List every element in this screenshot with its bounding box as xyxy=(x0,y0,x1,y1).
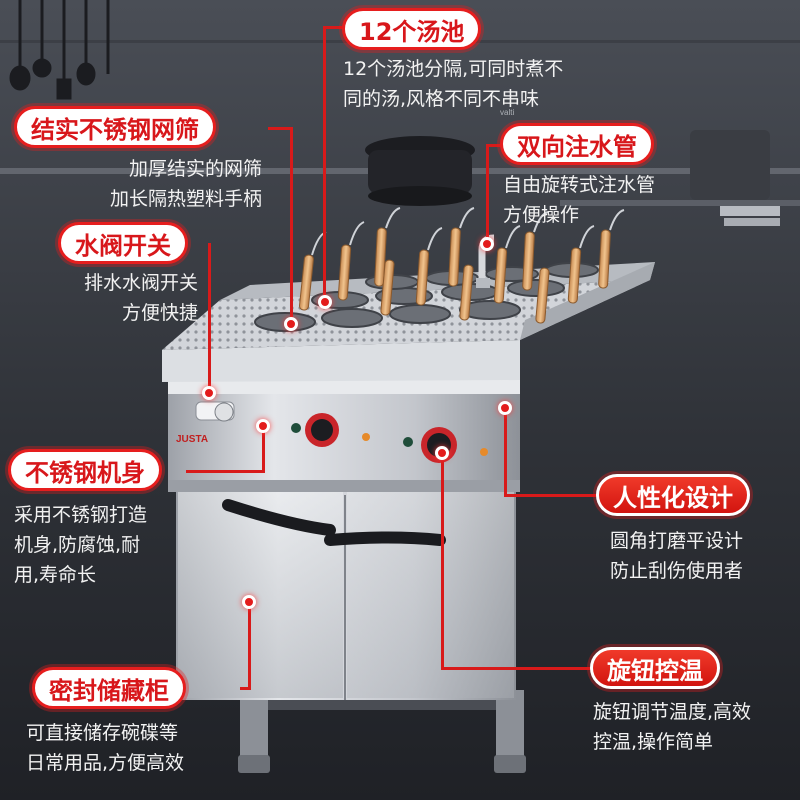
design-line-1: 圆角打磨平设计 xyxy=(610,530,744,552)
marker-body xyxy=(256,419,270,433)
connector-knob xyxy=(441,452,444,669)
knob-line-1: 旋钮调节温度,高效 xyxy=(593,701,752,723)
connector-cabinet xyxy=(240,687,250,690)
design-line-2: 防止刮伤使用者 xyxy=(610,560,744,582)
valve-label: 水阀开关 xyxy=(58,222,188,264)
cabinet-line-2: 日常用品,方便高效 xyxy=(26,752,185,774)
faucet-line-1: 自由旋转式注水管 xyxy=(503,174,656,196)
faucet-line-2: 方便操作 xyxy=(503,204,580,226)
marker-faucet xyxy=(480,237,494,251)
body-description: 采用不锈钢打造 机身,防腐蚀,耐 用,寿命长 xyxy=(14,500,147,590)
connector-cabinet-v xyxy=(248,602,251,690)
connector-mesh xyxy=(268,127,292,130)
marker-knob xyxy=(435,446,449,460)
connector-faucet xyxy=(486,144,510,147)
mesh-line-1: 加厚结实的网筛 xyxy=(128,158,262,180)
connector-soup-pools xyxy=(323,26,326,302)
connector-knob-h xyxy=(441,667,591,670)
soup-pools-description: 12个汤池分隔,可同时煮不 同的汤,风格不同不串味 xyxy=(343,54,563,114)
connector-body-v xyxy=(262,428,265,473)
knob-line-2: 控温,操作简单 xyxy=(593,731,714,753)
knob-label: 旋钮控温 xyxy=(590,647,720,689)
knob-description: 旋钮调节温度,高效 控温,操作简单 xyxy=(593,697,751,757)
soup-pools-label: 12个汤池 xyxy=(342,8,482,50)
marker-cabinet xyxy=(242,595,256,609)
connector-design-h xyxy=(504,494,602,497)
connector-body xyxy=(186,470,264,473)
soup-pools-line-2: 同的汤,风格不同不串味 xyxy=(343,88,540,110)
marker-mesh xyxy=(284,317,298,331)
model-mark: valti xyxy=(500,108,514,117)
connector-soup-pools-h xyxy=(323,26,345,29)
faucet-description: 自由旋转式注水管 方便操作 xyxy=(503,170,655,230)
brand-logo: JUSTA xyxy=(176,434,208,445)
faucet-label: 双向注水管 xyxy=(500,123,654,165)
body-line-3: 用,寿命长 xyxy=(14,564,97,586)
connector-mesh-v xyxy=(290,127,293,324)
mesh-label: 结实不锈钢网筛 xyxy=(14,106,216,148)
marker-soup-pools xyxy=(318,295,332,309)
cabinet-label: 密封储藏柜 xyxy=(32,667,186,709)
mesh-description: 加厚结实的网筛 加长隔热塑料手柄 xyxy=(60,154,262,214)
mesh-line-2: 加长隔热塑料手柄 xyxy=(109,188,262,210)
connector-design xyxy=(504,408,507,496)
body-label: 不锈钢机身 xyxy=(8,449,162,491)
connector-valve xyxy=(208,243,211,393)
valve-line-2: 方便快捷 xyxy=(121,302,198,324)
body-line-1: 采用不锈钢打造 xyxy=(14,504,148,526)
cabinet-line-1: 可直接储存碗碟等 xyxy=(26,722,179,744)
valve-line-1: 排水水阀开关 xyxy=(83,272,198,294)
body-line-2: 机身,防腐蚀,耐 xyxy=(14,534,141,556)
connector-faucet-v xyxy=(486,144,489,244)
valve-description: 排水水阀开关 方便快捷 xyxy=(40,268,198,328)
soup-pools-line-1: 12个汤池分隔,可同时煮不 xyxy=(343,58,564,80)
design-description: 圆角打磨平设计 防止刮伤使用者 xyxy=(610,526,743,586)
design-label: 人性化设计 xyxy=(596,474,750,516)
marker-valve xyxy=(202,386,216,400)
cabinet-description: 可直接储存碗碟等 日常用品,方便高效 xyxy=(26,718,184,778)
marker-design xyxy=(498,401,512,415)
